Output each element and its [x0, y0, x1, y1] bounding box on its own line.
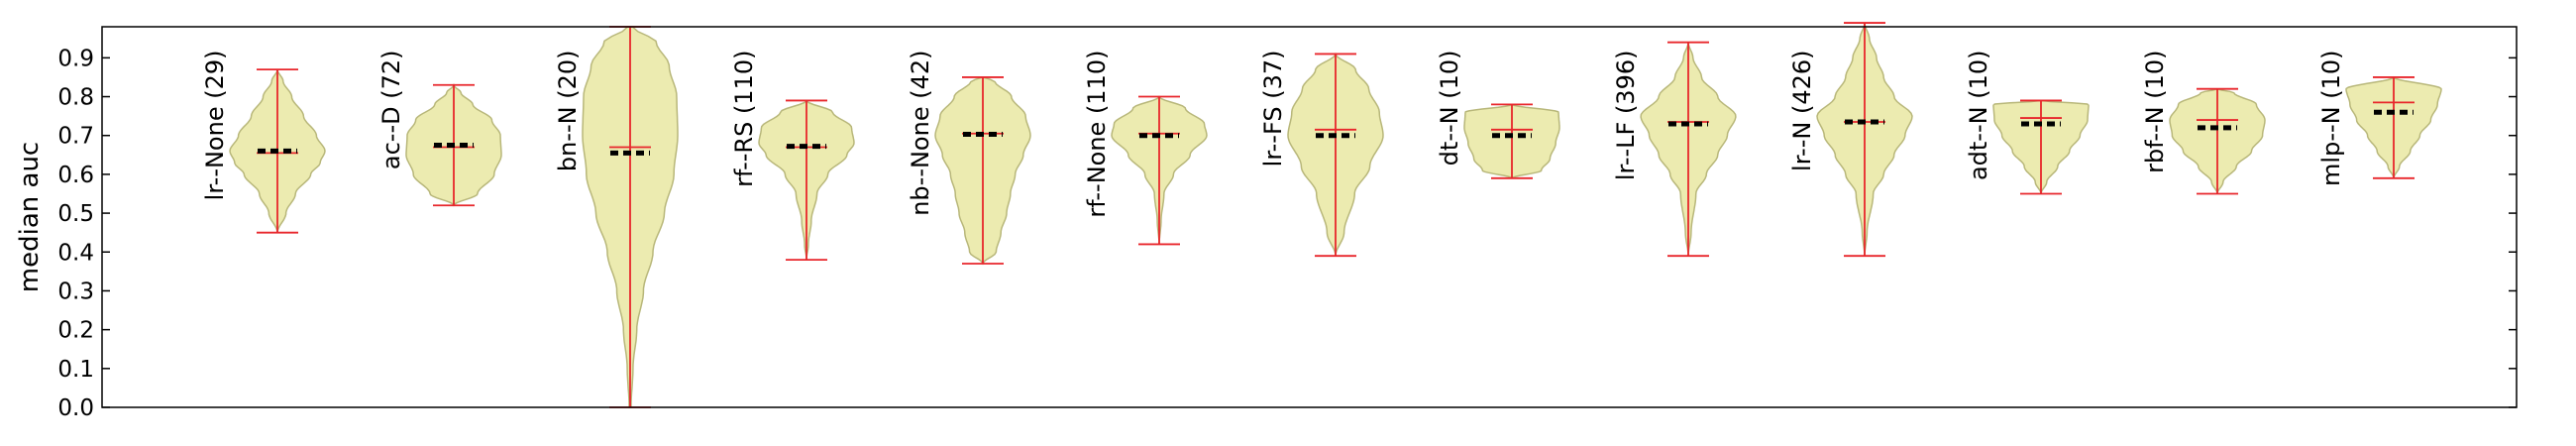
violin-group [758, 99, 855, 262]
violins-layer [229, 22, 2442, 408]
y-tick-label: 0.5 [57, 201, 94, 227]
y-tick-label: 0.1 [57, 357, 94, 383]
violin-labels-layer: lr--None (29) ac--D (72) bn--N (20) rf--RS … [201, 51, 2345, 218]
violin-label: rf--RS (110) [730, 51, 758, 187]
y-tick-label: 0.6 [57, 163, 94, 188]
violin-label: nb--None (42) [907, 51, 934, 216]
violin-label: rbf--N (10) [2141, 51, 2169, 173]
violin-label: bn--N (20) [554, 51, 582, 172]
violin-label: adt--N (10) [1965, 51, 1992, 181]
y-tick-label: 0.8 [57, 85, 94, 111]
violin-group [1640, 41, 1737, 258]
violin-label: mlp--N (10) [2317, 51, 2345, 186]
violin-label: rf--None (110) [1083, 51, 1111, 218]
y-axis-label: median auc [15, 142, 45, 292]
violin-group [1463, 103, 1560, 179]
y-tick-label: 0.2 [57, 318, 94, 344]
violin-group [582, 26, 679, 408]
violin-group [405, 83, 502, 207]
violin-label: ac--D (72) [377, 51, 405, 170]
violin-group [229, 68, 326, 234]
violin-group [2345, 75, 2442, 179]
violin-label: lr--None (29) [201, 51, 229, 201]
violin-group [1111, 95, 1208, 246]
violin-group [1992, 99, 2090, 195]
y-tick-label: 0.4 [57, 240, 94, 266]
violin-group [934, 76, 1031, 266]
violin-group [2169, 87, 2266, 195]
violin-label: lr--LF (396) [1612, 51, 1640, 181]
plot-frame [101, 26, 2518, 408]
violin-group [1816, 22, 1913, 258]
y-tick-label: 0.7 [57, 124, 94, 150]
y-tick-label: 0.3 [57, 279, 94, 304]
violin-label: lr--FS (37) [1259, 51, 1287, 167]
violin-label: lr--N (426) [1788, 51, 1816, 171]
y-axis: 0.0 0.1 0.2 0.3 0.4 0.5 0.6 0.7 0.8 0.9 [57, 46, 2517, 421]
violin-group [1287, 52, 1384, 258]
y-tick-label: 0.9 [57, 46, 94, 71]
violin-label: dt--N (10) [1436, 51, 1463, 167]
y-tick-label: 0.0 [57, 395, 94, 421]
